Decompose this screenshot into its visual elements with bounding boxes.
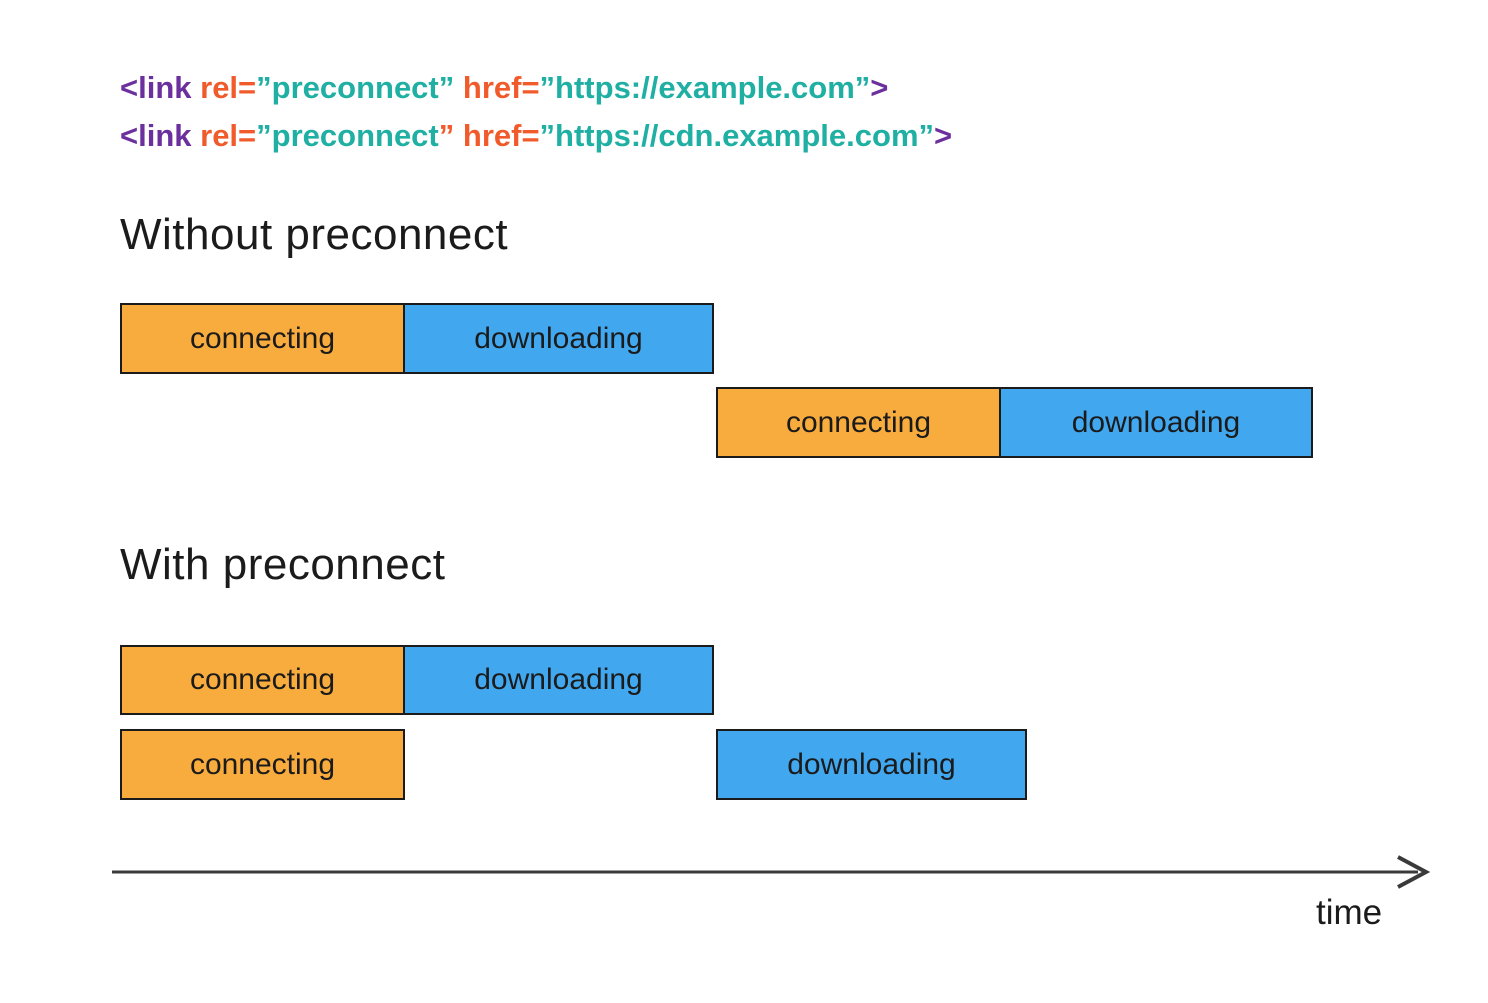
bar-connecting: connecting <box>120 729 405 800</box>
bar-downloading: downloading <box>716 729 1027 800</box>
code-token: href= <box>454 70 540 105</box>
bar-connecting: connecting <box>120 303 405 374</box>
code-token: ”preconnect” <box>256 70 455 105</box>
time-axis-arrow <box>112 855 1431 889</box>
bar-connecting: connecting <box>716 387 1001 458</box>
code-token: rel= <box>191 70 257 105</box>
code-token: <link <box>120 118 192 153</box>
bar-downloading: downloading <box>403 645 714 715</box>
code-token: > <box>934 118 953 153</box>
code-token: <link <box>120 70 192 105</box>
code-token: ”https://example.com” <box>539 70 871 105</box>
code-token: > <box>870 70 889 105</box>
bar-downloading: downloading <box>999 387 1313 458</box>
bar-downloading: downloading <box>403 303 714 374</box>
code-token: ”https://cdn.example.com” <box>539 118 935 153</box>
time-axis-label: time <box>1316 893 1383 932</box>
code-token: ”preconnect <box>256 118 439 153</box>
code-token: href= <box>454 118 540 153</box>
section-title-with-preconnect: With preconnect <box>120 540 446 589</box>
code-token: rel= <box>191 118 257 153</box>
code-line-2: <link rel=”preconnect” href=”https://cdn… <box>120 112 952 160</box>
code-snippet: <link rel=”preconnect” href=”https://exa… <box>120 64 952 160</box>
bar-connecting: connecting <box>120 645 405 715</box>
code-line-1: <link rel=”preconnect” href=”https://exa… <box>120 64 952 112</box>
section-title-without-preconnect: Without preconnect <box>120 210 509 259</box>
code-token: ” <box>438 118 455 153</box>
